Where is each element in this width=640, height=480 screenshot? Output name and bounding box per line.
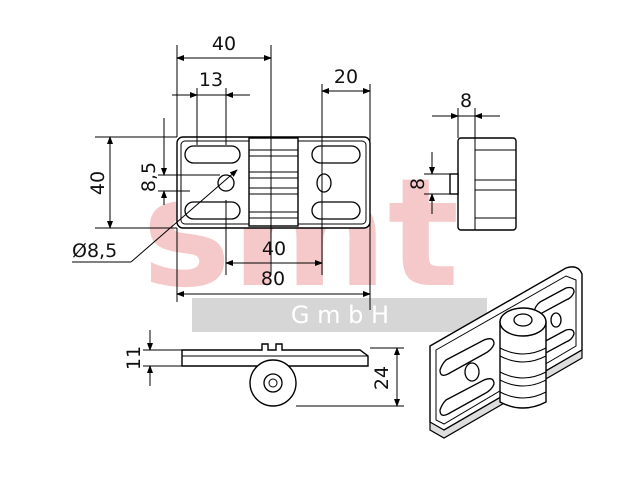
dim-13: 13 xyxy=(199,69,223,91)
dim-side-8-top: 8 xyxy=(460,90,472,112)
side-view: 8 8 xyxy=(407,90,517,231)
watermark-suffix: G m b H xyxy=(291,301,389,329)
dim-40-top: 40 xyxy=(212,33,236,55)
dim-24: 24 xyxy=(371,366,393,390)
right-center-hole xyxy=(316,173,332,193)
top-knuckle-bore xyxy=(263,373,283,393)
dim-20: 20 xyxy=(334,66,358,88)
dim-40-inner: 40 xyxy=(262,238,286,260)
right-bottom-slot xyxy=(311,201,361,220)
front-dimensions: 40 13 20 40 8,5 Ø8,5 40 8 xyxy=(72,33,371,310)
dim-8-5: 8,5 xyxy=(138,162,160,192)
dim-11: 11 xyxy=(123,346,145,370)
side-pin xyxy=(449,173,459,195)
left-bottom-slot xyxy=(184,201,241,220)
dim-side-8-left: 8 xyxy=(407,178,429,190)
dim-80: 80 xyxy=(261,268,285,290)
isometric-view xyxy=(429,266,583,439)
hinge-knuckle xyxy=(248,137,299,227)
right-top-slot xyxy=(311,145,361,164)
dim-40-left: 40 xyxy=(87,171,109,195)
watermark-band xyxy=(192,298,487,332)
front-view xyxy=(176,136,371,229)
side-body xyxy=(457,137,517,231)
top-plate xyxy=(181,343,369,367)
iso-knuckle xyxy=(499,321,547,409)
left-center-hole xyxy=(217,174,235,192)
left-top-slot xyxy=(184,145,241,164)
dim-diameter: Ø8,5 xyxy=(72,240,117,262)
top-view: 11 24 xyxy=(123,330,404,407)
